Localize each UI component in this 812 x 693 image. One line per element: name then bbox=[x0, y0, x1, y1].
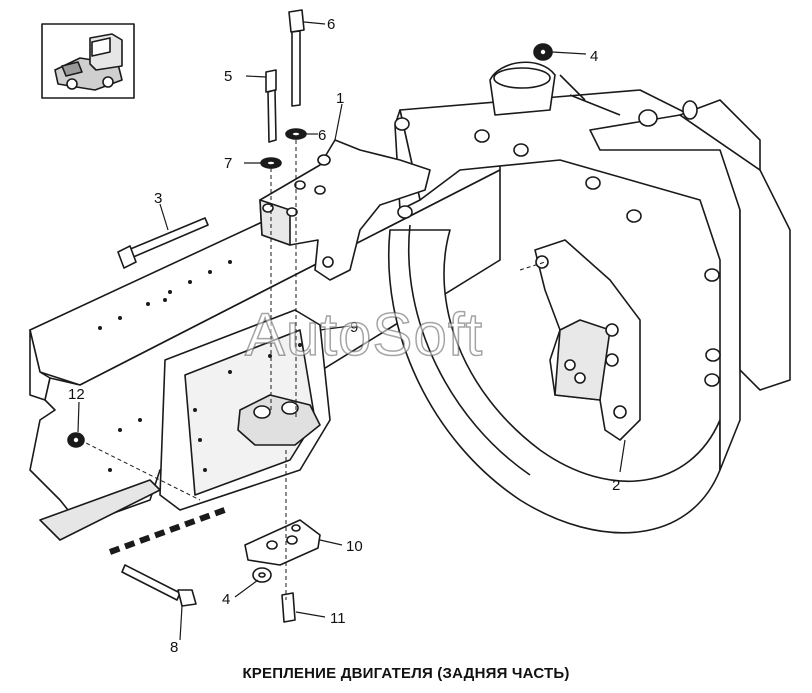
callout-4-bottom: 4 bbox=[222, 591, 230, 608]
washer-6 bbox=[260, 128, 307, 169]
diagram-caption: КРЕПЛЕНИЕ ДВИГАТЕЛЯ (ЗАДНЯЯ ЧАСТЬ) bbox=[242, 665, 570, 682]
callout-5: 5 bbox=[224, 68, 232, 85]
watermark: AutoSoft bbox=[244, 300, 484, 369]
lower-mount-plate bbox=[244, 519, 321, 566]
nut-4-bottom bbox=[252, 567, 272, 583]
callout-7: 6 bbox=[327, 16, 335, 33]
bolt-11 bbox=[121, 564, 197, 607]
callout-2: 2 bbox=[612, 477, 620, 494]
callout-labels: 6 1 5 6 7 3 4 2 9 12 10 4 11 8 bbox=[68, 16, 620, 656]
mount-cushion-plate bbox=[159, 309, 331, 511]
callout-6b: 7 bbox=[224, 155, 232, 172]
callout-8: 9 bbox=[350, 319, 358, 336]
callout-11: 8 bbox=[170, 639, 178, 656]
bolt-3 bbox=[117, 217, 209, 269]
bolt-5 bbox=[265, 69, 277, 143]
bolt-7 bbox=[288, 9, 305, 107]
callout-4-top: 4 bbox=[590, 48, 598, 65]
nut-4-top bbox=[533, 43, 553, 61]
callout-3: 3 bbox=[154, 190, 162, 207]
alignment-dashes bbox=[108, 505, 232, 555]
callout-6a: 6 bbox=[318, 127, 326, 144]
truck-thumbnail-inset bbox=[41, 23, 135, 99]
leader-lines bbox=[77, 21, 626, 641]
callout-1: 1 bbox=[336, 90, 344, 107]
callout-9: 10 bbox=[346, 538, 363, 555]
gearbox-block bbox=[394, 61, 791, 391]
bolt-10 bbox=[281, 592, 296, 623]
right-engine-bracket bbox=[534, 239, 641, 441]
alignment-guides bbox=[79, 140, 546, 600]
nut-12 bbox=[67, 432, 85, 448]
callout-12: 12 bbox=[68, 386, 85, 403]
callout-10: 11 bbox=[330, 610, 346, 627]
